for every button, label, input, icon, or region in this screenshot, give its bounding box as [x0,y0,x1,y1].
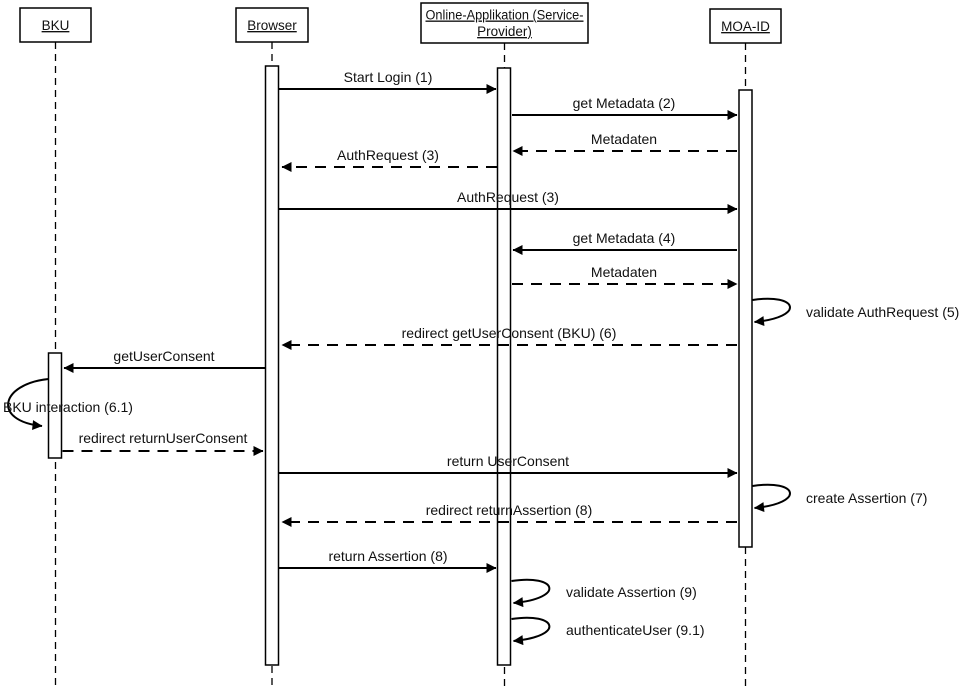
message-label-redirect-returnuserconsent: redirect returnUserConsent [79,430,248,446]
actor-name-browser: Browser [247,18,297,33]
message-label-authrequest-forward: AuthRequest (3) [457,189,559,205]
self-loop-validate-authrequest [752,297,791,327]
message-label-metadaten-2: Metadaten [591,264,657,280]
activation-bar-online-app [496,67,512,666]
activation-bar-bku [47,352,63,459]
actor-browser: Browser [235,7,309,43]
message-label-start-login: Start Login (1) [344,69,433,85]
actor-box-bku [19,7,92,43]
actor-online-app: Online-Applikation (Service- Provider) [420,2,589,44]
message-label-getuserconsent: getUserConsent [113,348,214,364]
message-label-bku-interaction: BKU interaction (6.1) [3,399,133,415]
message-label-authenticateuser: authenticateUser (9.1) [566,622,705,638]
message-label-get-metadata-4: get Metadata (4) [573,230,676,246]
activation-bar-moa-id [738,89,753,548]
self-loop-bku-interaction [7,378,49,431]
message-label-metadaten-1: Metadaten [591,131,657,147]
actor-box-online-app [420,2,589,44]
actor-box-browser [235,7,309,43]
actor-name-online-app-line2: Provider) [477,24,532,39]
self-loop-authenticateuser [511,616,551,646]
message-label-validate-assertion: validate Assertion (9) [566,584,697,600]
message-label-get-metadata-2: get Metadata (2) [573,95,676,111]
self-loop-create-assertion [752,483,791,513]
message-label-authrequest-return: AuthRequest (3) [337,147,439,163]
message-label-create-assertion: create Assertion (7) [806,490,927,506]
message-label-validate-authrequest: validate AuthRequest (5) [806,304,959,320]
activation-bar-browser [264,65,280,666]
self-loop-validate-assertion [511,578,551,608]
actor-name-online-app-line1: Online-Applikation (Service- [426,8,584,23]
message-label-redirect-returnassertion: redirect returnAssertion (8) [426,502,593,518]
actor-moa-id: MOA-ID [709,8,782,44]
message-label-redirect-getuserconsent: redirect getUserConsent (BKU) (6) [402,325,617,341]
actor-bku: BKU [19,7,92,43]
message-label-return-userconsent: return UserConsent [447,453,569,469]
actor-name-moa-id: MOA-ID [721,19,770,34]
actor-name-bku: BKU [42,18,70,33]
actor-box-moa-id [709,8,782,44]
message-label-return-assertion: return Assertion (8) [328,548,447,564]
